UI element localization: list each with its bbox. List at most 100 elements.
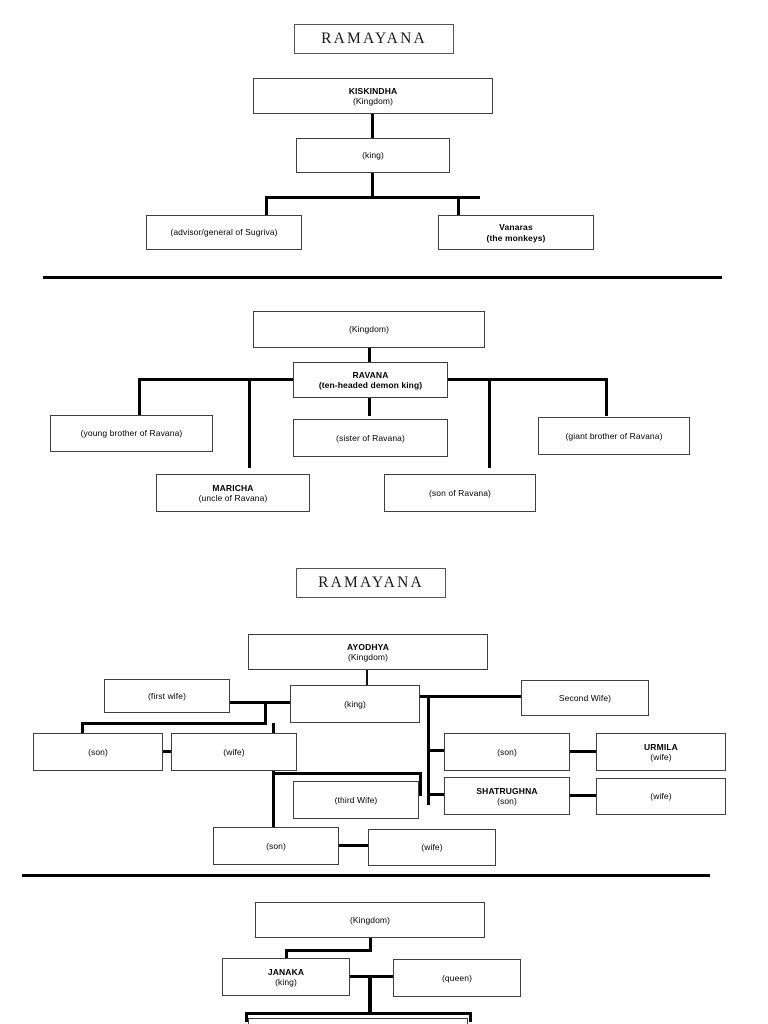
connector-ravana-bar-right xyxy=(446,378,608,381)
node-kiskindha-king[interactable]: (king) xyxy=(296,138,450,173)
connector-kiskindha-branch-right xyxy=(457,196,460,216)
node-ayodhya-son4[interactable]: (son) xyxy=(213,827,339,865)
connector-ravana-drop-maricha xyxy=(248,378,251,468)
node-role: (Kingdom) xyxy=(348,324,390,335)
node-lanka-son[interactable]: (son of Ravana) xyxy=(384,474,536,512)
connector-shatrughna-wife-link xyxy=(568,794,598,797)
connector-firstwife-drop xyxy=(264,701,267,725)
node-role: (son) xyxy=(497,796,517,806)
node-role: (king) xyxy=(275,977,297,987)
node-role: (wife) xyxy=(421,842,443,853)
connector-janaka-child-left-drop xyxy=(245,1012,248,1022)
node-ayodhya-first-wife[interactable]: (first wife) xyxy=(104,679,230,713)
section-title-kiskindha: RAMAYANA xyxy=(294,24,454,54)
node-lanka-kingdom[interactable]: (Kingdom) xyxy=(253,311,485,348)
connector-janaka-queen-link xyxy=(348,975,396,978)
connector-janaka-stem xyxy=(285,949,288,961)
section-title-ayodhya: RAMAYANA xyxy=(296,568,446,598)
node-role: (Kingdom) xyxy=(352,96,394,106)
node-role: (son of Ravana) xyxy=(429,487,491,498)
connector-kiskindha-king-stem xyxy=(371,173,374,198)
node-name: JANAKA xyxy=(267,966,305,977)
connector-janaka-child-right-drop xyxy=(469,1012,472,1022)
section-divider-2 xyxy=(22,874,710,877)
node-role: (sister of Ravana) xyxy=(336,432,405,443)
section-divider-1 xyxy=(43,276,722,279)
node-kiskindha-kingdom[interactable]: KISKINDHA (Kingdom) xyxy=(253,78,493,114)
node-kiskindha-vanaras[interactable]: Vanaras (the monkeys) xyxy=(438,215,594,250)
node-ayodhya-son2[interactable]: (son) xyxy=(444,733,570,771)
node-name: URMILA xyxy=(644,741,678,752)
node-ayodhya-kingdom[interactable]: AYODHYA (Kingdom) xyxy=(248,634,488,670)
connector-ravana-drop-son-right xyxy=(488,378,491,468)
node-role: (third Wife) xyxy=(334,794,378,805)
section-title-text: RAMAYANA xyxy=(318,574,424,591)
connector-mithila-kingdom-run xyxy=(285,949,372,952)
node-ayodhya-son1[interactable]: (son) xyxy=(33,733,163,771)
node-mithila-queen[interactable]: (queen) xyxy=(393,959,521,997)
node-shatrughna-wife[interactable]: (wife) xyxy=(596,778,726,815)
node-name: Vanaras xyxy=(499,222,533,233)
connector-ravana-drop-giant-brother xyxy=(605,378,608,416)
node-role: (king) xyxy=(344,698,366,709)
node-lanka-giant-brother[interactable]: (giant brother of Ravana) xyxy=(538,417,690,455)
connector-thirdwife-to-son4 xyxy=(272,772,275,832)
node-janaka[interactable]: JANAKA (king) xyxy=(222,958,350,996)
node-role: (young brother of Ravana) xyxy=(80,428,183,439)
node-role: (ten-headed demon king) xyxy=(318,380,423,390)
node-role: (the monkeys) xyxy=(486,232,546,243)
node-role: (Kingdom) xyxy=(347,652,389,662)
node-role: (uncle of Ravana) xyxy=(198,493,268,503)
node-ayodhya-son4-wife[interactable]: (wife) xyxy=(368,829,496,866)
connector-son1-wife-link xyxy=(161,750,173,753)
connector-thirdwife-elbow-right xyxy=(419,772,422,796)
node-lanka-sister[interactable]: (sister of Ravana) xyxy=(293,419,448,457)
node-name: RAVANA xyxy=(352,369,389,380)
connector-son4-wife-link xyxy=(337,844,369,847)
node-role: Second Wife) xyxy=(558,692,612,703)
node-role: (wife) xyxy=(650,752,672,762)
node-ravana[interactable]: RAVANA (ten-headed demon king) xyxy=(293,362,448,398)
node-urmila[interactable]: URMILA (wife) xyxy=(596,733,726,771)
node-shatrughna[interactable]: SHATRUGHNA (son) xyxy=(444,777,570,815)
node-role: (Kingdom) xyxy=(349,914,391,925)
node-name: AYODHYA xyxy=(347,641,389,652)
node-ayodhya-third-wife[interactable]: (third Wife) xyxy=(293,781,419,819)
connector-kiskindha-branch-left xyxy=(265,196,268,216)
node-mithila-child-clipped[interactable] xyxy=(248,1018,468,1024)
node-mithila-kingdom[interactable]: (Kingdom) xyxy=(255,902,485,938)
node-ayodhya-king[interactable]: (king) xyxy=(290,685,420,723)
connector-ravana-drop-sister xyxy=(368,398,371,416)
connector-kiskindha-kingdom-to-king xyxy=(371,114,374,138)
connector-king-secondwife-link xyxy=(418,695,524,698)
node-role: (giant brother of Ravana) xyxy=(565,430,663,441)
node-role: (son) xyxy=(497,746,517,757)
connector-spine-to-shatrughna xyxy=(427,793,445,796)
connector-mithila-kingdom-drop xyxy=(369,938,372,952)
connector-ayodhya-kingdom-to-king xyxy=(366,670,368,686)
connector-ravana-drop-young-brother xyxy=(138,378,141,416)
connector-lanka-kingdom-to-ravana xyxy=(368,348,371,364)
node-maricha[interactable]: MARICHA (uncle of Ravana) xyxy=(156,474,310,512)
connector-firstwife-run xyxy=(81,722,267,725)
connector-son2-wife-link xyxy=(568,750,598,753)
connector-janaka-children-stem xyxy=(368,975,372,1015)
connector-janaka-children-bar xyxy=(245,1012,472,1015)
connector-spine-to-son2 xyxy=(427,749,445,752)
connector-king-firstwife-link xyxy=(230,701,292,704)
node-ayodhya-second-wife[interactable]: Second Wife) xyxy=(521,680,649,716)
node-role: (first wife) xyxy=(147,690,187,701)
node-kiskindha-advisor[interactable]: (advisor/general of Sugriva) xyxy=(146,215,302,250)
node-role: (queen) xyxy=(442,972,472,983)
node-lanka-young-brother[interactable]: (young brother of Ravana) xyxy=(50,415,213,452)
node-ayodhya-son1-wife[interactable]: (wife) xyxy=(171,733,297,771)
node-name: KISKINDHA xyxy=(348,85,398,96)
node-role: (wife) xyxy=(223,746,245,757)
node-name: SHATRUGHNA xyxy=(476,785,538,796)
node-role: (advisor/general of Sugriva) xyxy=(170,227,278,238)
connector-son1-stem xyxy=(81,722,84,736)
node-role: (wife) xyxy=(650,791,672,802)
connector-kiskindha-branch-bar xyxy=(265,196,480,199)
node-name: MARICHA xyxy=(212,482,254,493)
